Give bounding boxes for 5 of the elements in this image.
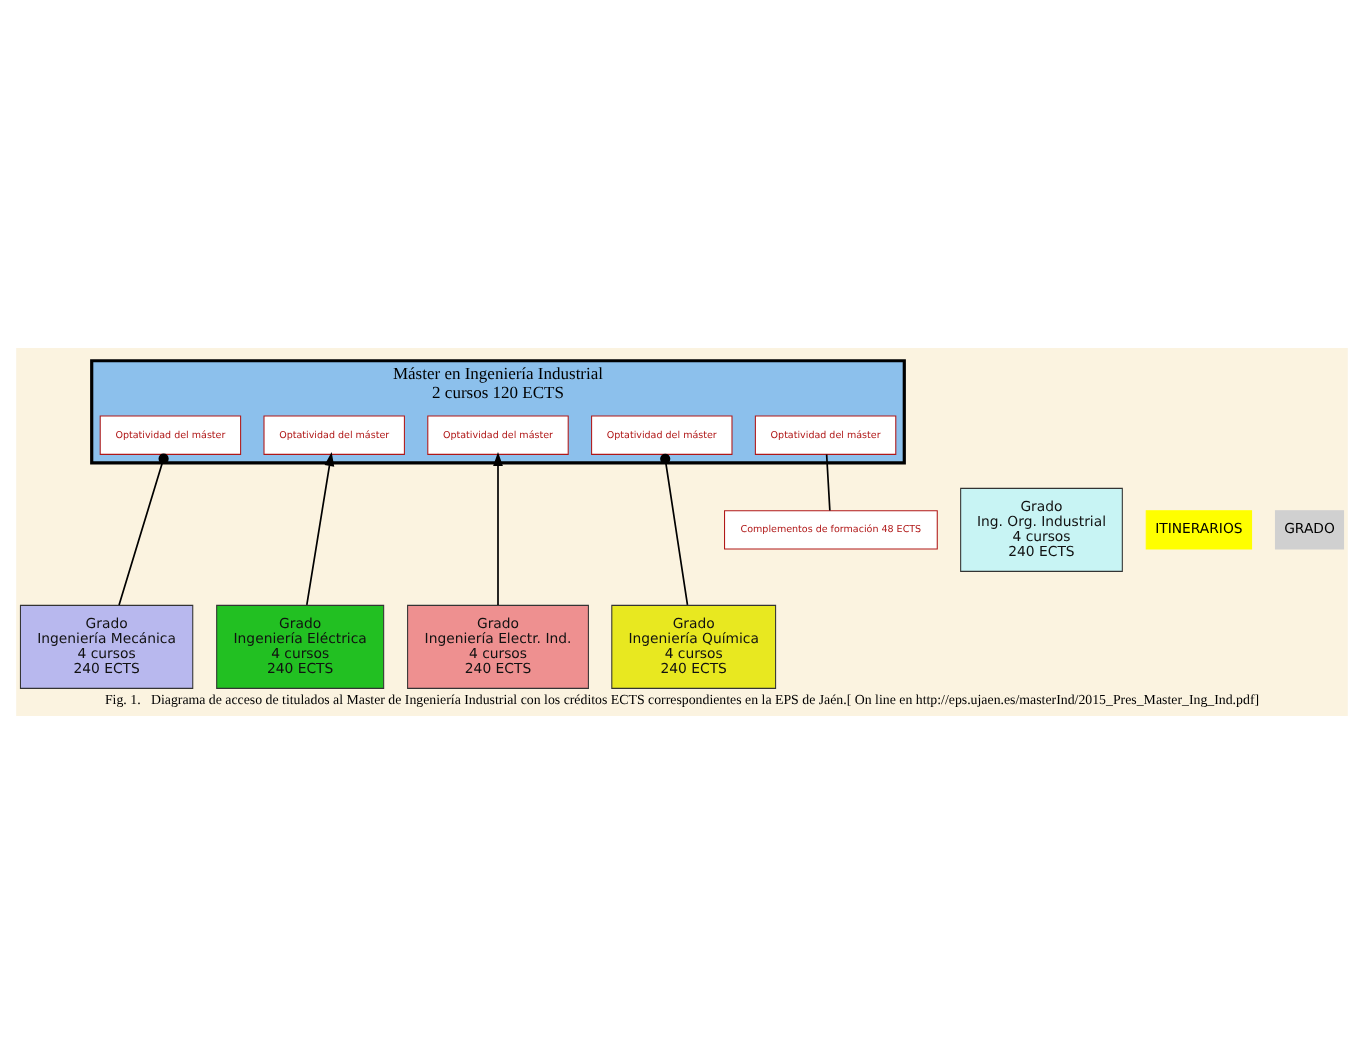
arrow: [305, 451, 335, 605]
connector: [118, 452, 169, 605]
arrow: [493, 451, 503, 605]
connector: [825, 452, 831, 511]
connector: [660, 452, 689, 605]
